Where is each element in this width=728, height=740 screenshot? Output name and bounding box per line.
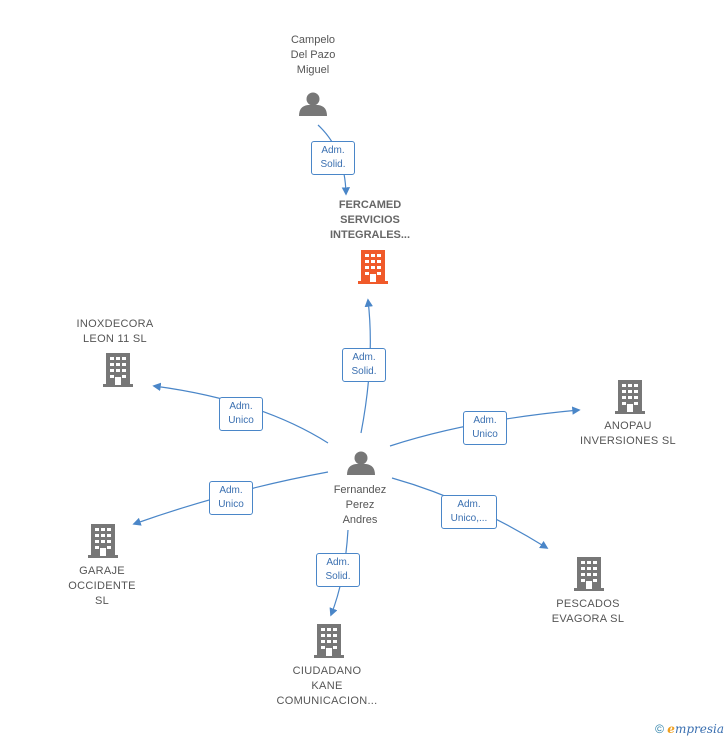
building-icon[interactable]	[88, 524, 118, 558]
building-icon[interactable]	[615, 380, 645, 414]
building-icon[interactable]	[574, 557, 604, 591]
company-label-fercamed[interactable]: FERCAMED SERVICIOS INTEGRALES...	[329, 199, 411, 241]
company-label-garaje[interactable]: GARAJE OCCIDENTE SL	[68, 565, 136, 607]
company-label-anopau[interactable]: ANOPAU INVERSIONES SL	[580, 420, 676, 447]
person-label-fernandez[interactable]: Fernandez Perez Andres	[333, 484, 387, 526]
edge-label-fernandez-ciudadano: Adm. Solid.	[316, 553, 360, 587]
building-icon[interactable]	[358, 250, 388, 284]
person-icon[interactable]	[347, 451, 375, 476]
building-icon[interactable]	[103, 353, 133, 387]
edge-label-fernandez-fercamed: Adm. Solid.	[342, 348, 386, 382]
company-label-ciudadano[interactable]: CIUDADANO KANE COMUNICACION...	[276, 665, 378, 707]
edge-label-campelo-fercamed: Adm. Solid.	[311, 141, 355, 175]
edge-label-fernandez-pescados: Adm. Unico,...	[441, 495, 497, 529]
footer-brand[interactable]: © empresia	[655, 722, 724, 736]
edge-label-fernandez-garaje: Adm. Unico	[209, 481, 253, 515]
copyright-symbol: ©	[655, 722, 664, 736]
edge-label-fernandez-anopau: Adm. Unico	[463, 411, 507, 445]
company-label-pescados[interactable]: PESCADOS EVAGORA SL	[551, 598, 625, 625]
person-label-campelo[interactable]: Campelo Del Pazo Miguel	[290, 34, 336, 76]
building-icon[interactable]	[314, 624, 344, 658]
edge-label-fernandez-inoxdecora: Adm. Unico	[219, 397, 263, 431]
brand-logo: empresia	[667, 722, 724, 736]
person-icon[interactable]	[299, 92, 327, 117]
company-label-inoxdecora[interactable]: INOXDECORA LEON 11 SL	[76, 318, 154, 345]
